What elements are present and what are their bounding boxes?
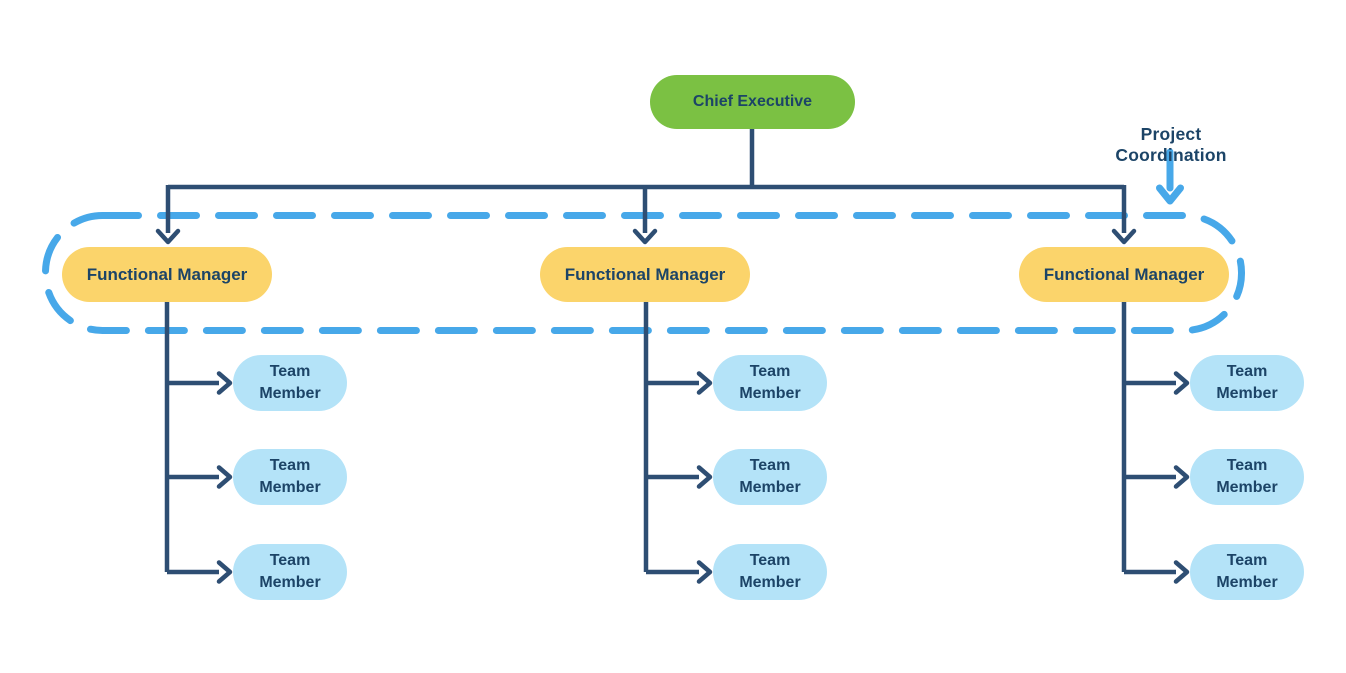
team-member-label: Team Member — [1216, 552, 1278, 591]
team-member-label: Team Member — [259, 457, 321, 496]
node-team-member-3-2: Team Member — [1190, 449, 1304, 505]
team-member-label: Team Member — [739, 552, 801, 591]
node-team-member-1-3: Team Member — [233, 544, 347, 600]
node-team-member-2-2: Team Member — [713, 449, 827, 505]
team-member-label: Team Member — [739, 457, 801, 496]
team-member-label: Team Member — [1216, 457, 1278, 496]
annotation-project-coordination: Project Coordination — [1115, 124, 1227, 165]
connector-column-3 — [1121, 302, 1190, 584]
node-functional-manager-3: Functional Manager — [1019, 247, 1229, 302]
coordination-arrow-icon — [1156, 148, 1184, 205]
node-team-member-3-1: Team Member — [1190, 355, 1304, 411]
node-team-member-1-2: Team Member — [233, 449, 347, 505]
connector-column-1 — [164, 302, 233, 584]
node-functional-manager-1: Functional Manager — [62, 247, 272, 302]
arrow-down-manager-3 — [1111, 185, 1137, 245]
arrow-down-manager-1 — [155, 185, 181, 245]
team-member-label: Team Member — [739, 363, 801, 402]
node-team-member-2-3: Team Member — [713, 544, 827, 600]
node-team-member-3-3: Team Member — [1190, 544, 1304, 600]
node-functional-manager-2: Functional Manager — [540, 247, 750, 302]
node-team-member-1-1: Team Member — [233, 355, 347, 411]
team-member-label: Team Member — [259, 552, 321, 591]
node-team-member-2-1: Team Member — [713, 355, 827, 411]
arrow-down-manager-2 — [632, 185, 658, 245]
node-chief-executive: Chief Executive — [650, 75, 855, 129]
team-member-label: Team Member — [1216, 363, 1278, 402]
connector-column-2 — [643, 302, 713, 584]
team-member-label: Team Member — [259, 363, 321, 402]
